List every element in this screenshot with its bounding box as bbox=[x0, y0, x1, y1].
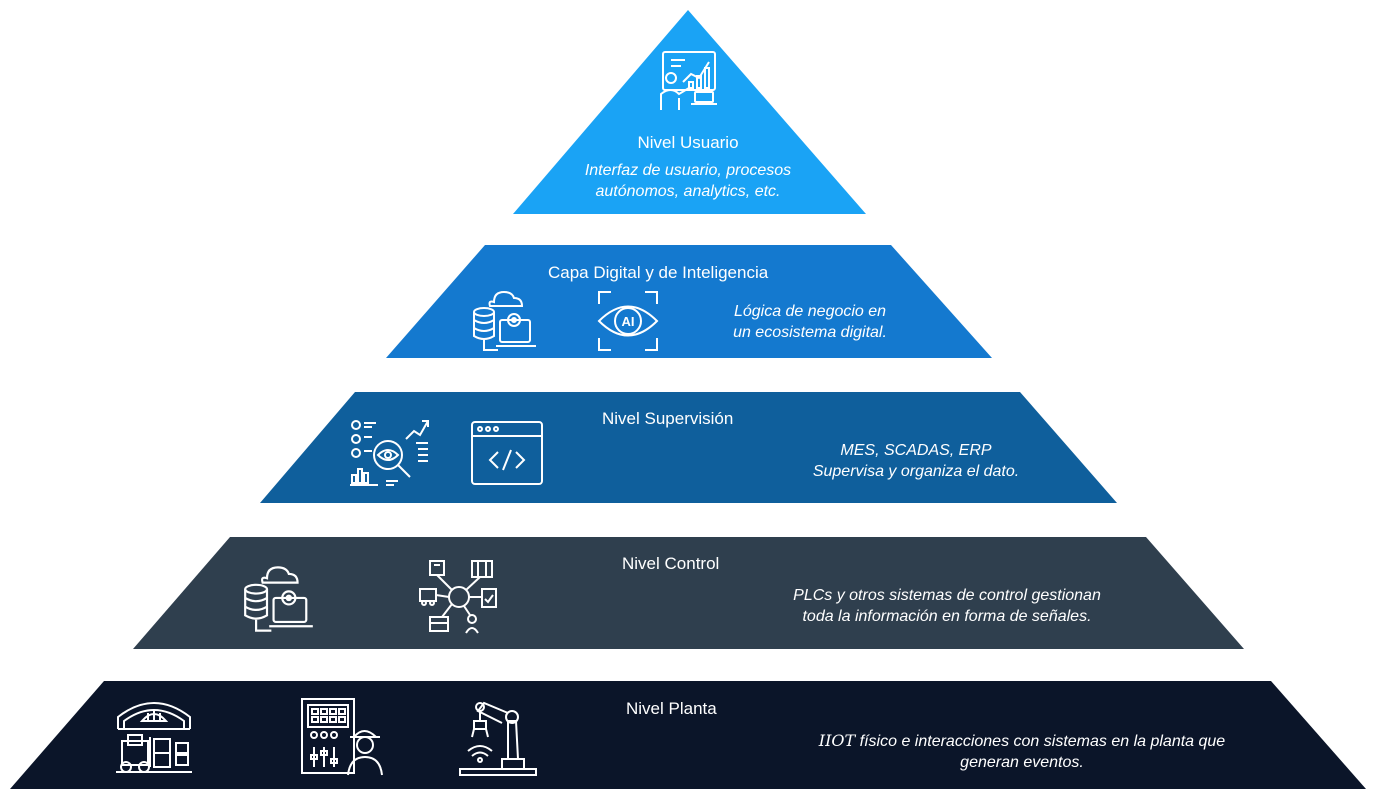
level-control-desc-line1: PLCs y otros sistemas de control gestion… bbox=[793, 587, 1101, 604]
level-plant-title: Nivel Planta bbox=[626, 699, 717, 718]
level-plant-description: IIOT físico e interacciones con sistemas… bbox=[738, 730, 1306, 773]
level-plant-desc-line1-rest: físico e interacciones con sistemas en l… bbox=[855, 733, 1226, 750]
level-digital-desc-line1: Lógica de negocio en bbox=[733, 303, 887, 320]
level-user: Nivel Usuario Interfaz de usuario, proce… bbox=[0, 0, 1375, 216]
level-control-desc-line2: toda la información en forma de señales. bbox=[802, 608, 1092, 625]
svg-text:AI: AI bbox=[622, 314, 635, 329]
level-supervision-shape bbox=[260, 392, 1117, 503]
cloud-database-laptop-icon bbox=[470, 288, 540, 354]
level-user-title: Nivel Usuario bbox=[637, 133, 739, 152]
level-control: Nivel Control bbox=[0, 537, 1375, 651]
level-digital-desc-line2: un ecosistema digital. bbox=[733, 324, 887, 341]
level-user-description: Interfaz de usuario, procesos autónomos,… bbox=[530, 160, 846, 202]
level-user-desc-line2: autónomos, analytics, etc. bbox=[595, 183, 781, 200]
robotic-arm-icon bbox=[458, 699, 538, 777]
cloud-database-laptop-icon bbox=[240, 563, 318, 635]
level-supervision-desc-line1: MES, SCADAS, ERP bbox=[840, 442, 992, 459]
level-plant: Nivel Planta bbox=[0, 681, 1375, 789]
iiot-label: IIOT bbox=[818, 731, 856, 750]
level-digital-title: Capa Digital y de Inteligencia bbox=[548, 263, 769, 282]
level-plant-desc-line2: generan eventos. bbox=[960, 754, 1084, 771]
level-control-shape bbox=[133, 537, 1244, 649]
network-hub-icon bbox=[418, 557, 500, 637]
level-supervision-title: Nivel Supervisión bbox=[602, 409, 734, 428]
data-monitoring-icon bbox=[348, 417, 432, 489]
warehouse-icon bbox=[114, 695, 194, 775]
level-supervision-desc-line2: Supervisa y organiza el dato. bbox=[812, 463, 1020, 480]
level-control-description: PLCs y otros sistemas de control gestion… bbox=[752, 585, 1142, 627]
level-digital: Capa Digital y de Inteligencia AI Lógica… bbox=[0, 245, 1375, 360]
level-user-shape bbox=[513, 10, 866, 214]
control-panel-worker-icon bbox=[300, 697, 384, 777]
ai-eye-icon: AI bbox=[595, 288, 661, 354]
code-window-icon bbox=[470, 420, 544, 486]
presentation-analytics-icon bbox=[655, 48, 721, 114]
level-control-title: Nivel Control bbox=[622, 554, 720, 573]
level-digital-description: Lógica de negocio en un ecosistema digit… bbox=[700, 301, 920, 343]
level-digital-shape bbox=[386, 245, 992, 358]
level-user-desc-line1: Interfaz de usuario, procesos bbox=[584, 162, 792, 179]
level-plant-desc-line1: IIOT físico e interacciones con sistemas… bbox=[738, 730, 1306, 752]
level-supervision-description: MES, SCADAS, ERP Supervisa y organiza el… bbox=[776, 440, 1056, 482]
level-supervision: Nivel Supervisión MES, SCADA bbox=[0, 392, 1375, 505]
